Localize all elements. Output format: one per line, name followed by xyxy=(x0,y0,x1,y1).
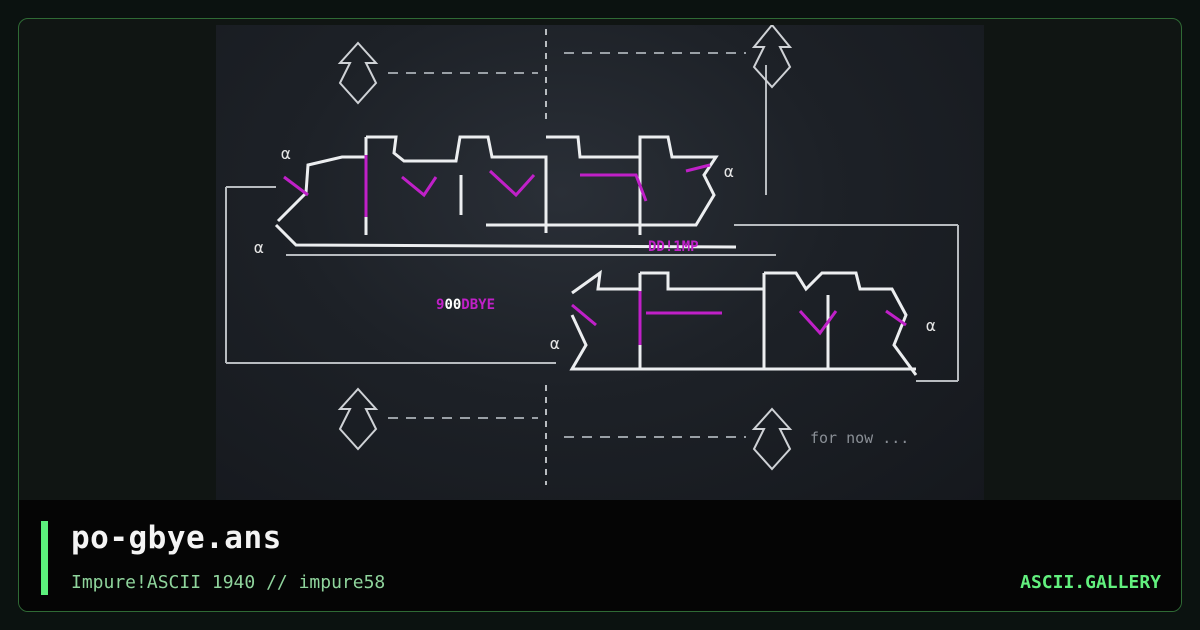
alpha-glyph-5: α xyxy=(926,316,936,335)
alpha-glyph-4: α xyxy=(550,334,560,353)
alpha-glyph-1: α xyxy=(281,144,291,163)
goodbye-tag-prefix: 9 xyxy=(436,297,444,313)
alpha-glyph-3: α xyxy=(724,162,734,181)
file-title: po-gbye.ans xyxy=(71,520,282,556)
ansi-artwork-drawing: α α α α α DD!1MP 900DBYE for now ... xyxy=(225,25,959,485)
caption-bar: po-gbye.ans Impure!ASCII 1940 // impure5… xyxy=(19,500,1181,611)
art-letterforms-upper xyxy=(274,135,737,249)
art-frame-lines xyxy=(225,29,959,485)
art-dashed-lines xyxy=(388,52,746,438)
magenta-tag: DD!1MP xyxy=(648,239,699,255)
art-letterforms-lower xyxy=(569,269,918,376)
for-now-tag: for now ... xyxy=(810,429,909,447)
artwork-subtitle: Impure!ASCII 1940 // impure58 xyxy=(71,572,386,593)
ansi-artwork-preview: α α α α α DD!1MP 900DBYE for now ... xyxy=(216,25,984,503)
goodbye-tag: 900DBYE xyxy=(436,297,495,313)
art-magenta-accents-lower xyxy=(571,291,907,345)
art-magenta-accents-upper xyxy=(283,155,711,217)
artwork-card: α α α α α DD!1MP 900DBYE for now ... po-… xyxy=(18,18,1182,612)
accent-bar xyxy=(41,521,48,595)
alpha-glyph-2: α xyxy=(254,238,264,257)
brand-label: ASCII.GALLERY xyxy=(1020,572,1161,593)
art-diamond-ornaments xyxy=(337,25,793,471)
goodbye-tag-mid: 00 xyxy=(444,297,461,313)
goodbye-tag-suffix: DBYE xyxy=(461,297,495,313)
